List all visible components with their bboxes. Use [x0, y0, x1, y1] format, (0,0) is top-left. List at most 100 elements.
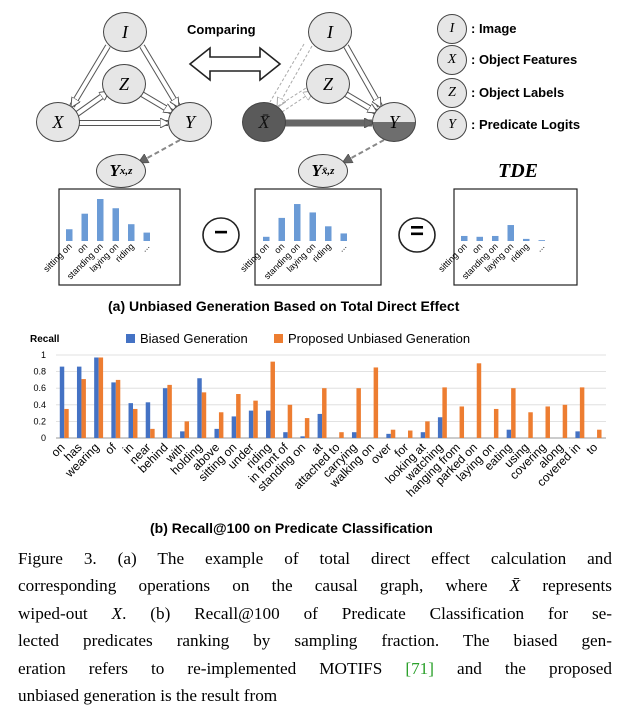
x-tick-label-19: over	[368, 440, 394, 466]
bar-1-15	[322, 388, 327, 438]
bar-1-8	[201, 392, 207, 438]
bar-1-1	[81, 379, 86, 438]
mini-biased-bar-0	[66, 229, 73, 241]
bar-1-20	[408, 430, 413, 438]
bar-0-0	[59, 366, 65, 438]
bar-0-6	[162, 388, 168, 438]
bar-0-13	[283, 432, 288, 438]
bar-1-19	[390, 429, 396, 438]
minus-circle	[202, 217, 240, 253]
legend-label-object-features: : Object Features	[471, 52, 578, 67]
mini-wiped-bar-4	[325, 226, 332, 241]
bar-1-11	[253, 400, 258, 438]
bar-0-14	[300, 436, 305, 438]
bar-1-13	[287, 404, 293, 438]
tde-label: TDE	[498, 160, 538, 182]
panel-b-caption: (b) Recall@100 on Predicate Classificati…	[150, 520, 433, 536]
legend-swatch-1	[274, 334, 283, 343]
left-graph-edges	[69, 44, 181, 123]
y-tick-label-0: 0	[41, 433, 46, 443]
bar-0-22	[437, 417, 443, 438]
caption-line-6: unbiased generation is the result from	[18, 686, 278, 706]
bar-1-31	[597, 429, 602, 438]
caption-line-3: wiped-out X. (b) Recall@100 of Predicate…	[18, 600, 612, 627]
legend-symbol-object-features: X	[437, 45, 467, 75]
output-wiped-sub: x̄,z	[321, 165, 335, 177]
output-biased-main: Y	[109, 161, 120, 180]
mini-biased-bar-3	[112, 208, 119, 241]
bar-1-10	[236, 394, 241, 438]
bar-0-26	[506, 429, 512, 438]
citation-link[interactable]: [71]	[405, 658, 434, 678]
right-graph-edges	[269, 43, 383, 123]
comparing-double-arrow	[188, 46, 282, 82]
mini-wiped-bar-5	[340, 233, 347, 241]
x-tick-label-31: to	[583, 440, 600, 457]
node-predicate-logits-right: Y	[372, 102, 416, 142]
panel-a-caption: (a) Unbiased Generation Based on Total D…	[108, 298, 460, 314]
bar-0-2	[94, 357, 99, 438]
caption-line-5-a: eration refers to re-implemented MOTIFS	[18, 658, 406, 678]
legend-label-image: : Image	[471, 21, 517, 36]
legend-swatch-0	[126, 334, 135, 343]
caption-line-3-b: . (b) Recall@100 of Predicate Classifica…	[122, 603, 612, 623]
caption-line-5: eration refers to re-implemented MOTIFS …	[18, 655, 612, 682]
bar-1-28	[545, 406, 550, 438]
x-tick-label-3: of	[102, 440, 119, 457]
mini-tde-bar-3	[507, 225, 514, 241]
bar-1-23	[459, 406, 465, 438]
bar-0-7	[180, 431, 185, 438]
bar-1-3	[115, 379, 121, 438]
mini-wiped-bar-0	[263, 236, 270, 241]
legend-label-0: Biased Generation	[140, 331, 248, 346]
caption-line-4: lected predicates ranking by sampling fr…	[18, 631, 612, 651]
minus-sign: −	[213, 219, 228, 246]
caption-symbol-x: X	[111, 603, 123, 623]
caption-line-2: corresponding operations on the causal g…	[18, 572, 612, 599]
mini-biased-bar-2	[97, 199, 104, 241]
caption-line-5-b: and the proposed	[434, 658, 613, 678]
mini-tde-bar-2	[492, 235, 499, 241]
bar-0-21	[420, 432, 426, 438]
bar-1-9	[218, 412, 224, 438]
caption-line-1: Figure 3. (a) The example of total direc…	[18, 549, 612, 568]
right-output-arrow	[344, 139, 385, 162]
mini-tde-bar-1	[476, 236, 483, 241]
bar-1-29	[562, 404, 568, 438]
node-object-labels-left: Z	[102, 64, 146, 104]
left-output-arrow	[140, 139, 181, 162]
caption-line-2-a: corresponding operations on the causal g…	[18, 576, 510, 596]
mini-biased-bar-1	[81, 213, 88, 241]
bar-0-12	[266, 410, 271, 438]
bar-1-5	[150, 428, 155, 438]
legend-label-predicate-logits: : Predicate Logits	[471, 117, 581, 132]
legend-symbol-image: I	[437, 14, 467, 44]
mini-tde-bar-0	[461, 235, 468, 241]
causal-graph-edges	[69, 43, 385, 180]
y-axis-label: Recall	[30, 334, 60, 345]
bar-0-3	[111, 382, 116, 438]
mini-biased-bar-4	[128, 224, 135, 241]
legend-label-object-labels: : Object Labels	[471, 85, 565, 100]
bar-0-19	[386, 433, 391, 438]
node-object-features-left: X	[36, 102, 80, 142]
bar-0-17	[351, 432, 357, 438]
equals-sign: =	[409, 218, 424, 245]
mini-tde-bar-5	[538, 240, 545, 241]
node-object-labels-right: Z	[306, 64, 350, 104]
y-tick-label-4: 0.8	[33, 367, 46, 377]
bar-1-26	[511, 388, 516, 438]
bar-1-14	[304, 418, 310, 438]
output-wiped-main: Y	[311, 161, 322, 180]
bar-1-30	[579, 387, 585, 438]
node-predicate-logits-left: Y	[168, 102, 212, 142]
node-wiped-features: X̄	[242, 102, 286, 142]
mini-wiped-bar-2	[294, 204, 301, 241]
caption-symbol-xbar: X̄	[509, 576, 521, 596]
bar-0-1	[76, 366, 82, 438]
output-biased-sub: x,z	[119, 165, 133, 177]
